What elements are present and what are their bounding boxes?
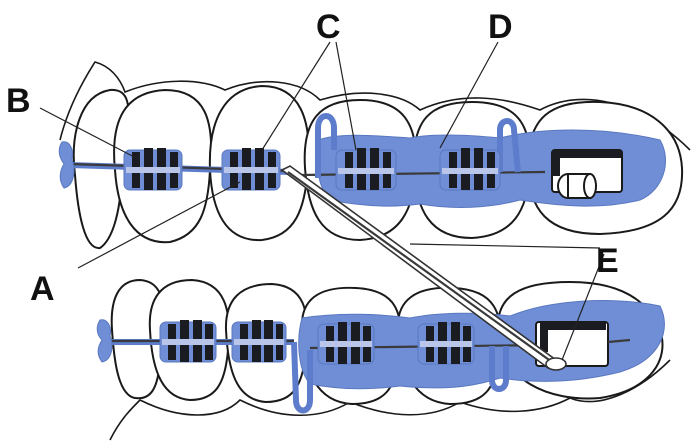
lower-bracket-3 xyxy=(318,322,374,364)
upper-molar-tube xyxy=(552,150,622,198)
leader-e-1 xyxy=(410,244,600,248)
label-a: A xyxy=(30,270,55,308)
label-e: E xyxy=(596,242,619,280)
upper-bracket-1 xyxy=(124,148,182,190)
elastic-hook xyxy=(546,358,566,370)
label-c: C xyxy=(316,8,341,46)
lower-bracket-2 xyxy=(232,320,286,362)
lower-bracket-1 xyxy=(160,320,216,362)
upper-bracket-4 xyxy=(440,148,500,190)
lower-wire-end xyxy=(97,320,112,362)
label-d: D xyxy=(488,8,513,46)
label-b: B xyxy=(6,82,31,120)
lower-bracket-4 xyxy=(418,322,474,364)
upper-bracket-2 xyxy=(222,148,280,190)
upper-wire-end xyxy=(59,142,74,188)
upper-bracket-3 xyxy=(336,148,396,190)
upper-arch xyxy=(59,62,690,248)
